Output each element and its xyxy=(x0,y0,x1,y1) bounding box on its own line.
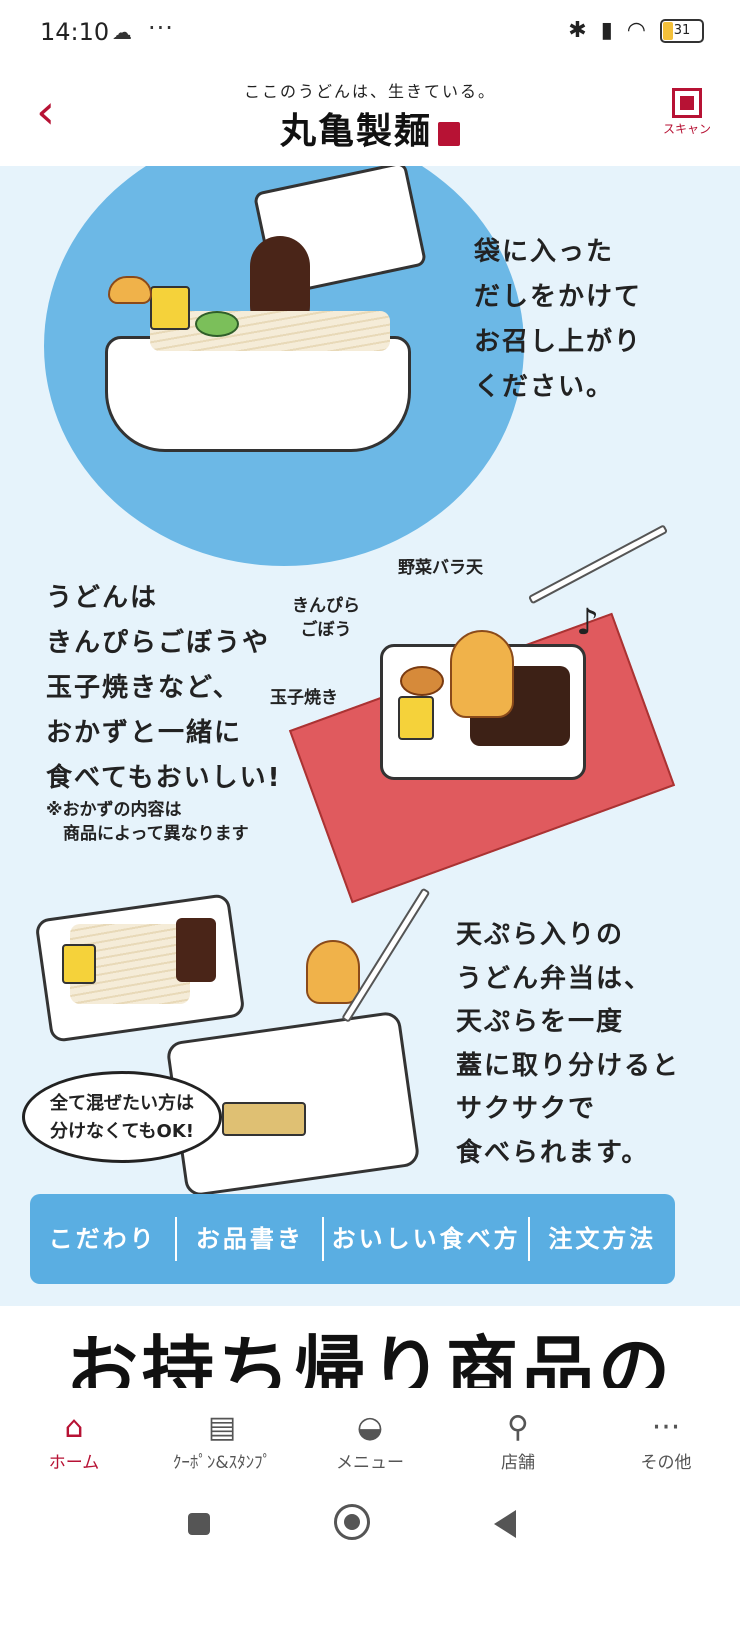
nav-menu-label: メニュー xyxy=(336,1453,404,1473)
brand-tagline: ここのうどんは、生きている。 xyxy=(243,82,496,101)
bluetooth-icon: ✱ xyxy=(568,18,587,43)
status-bar: 14:10 ☁ ··· ✱ ▮ ◠ 31 xyxy=(0,0,740,66)
label-tamagoyaki: 玉子焼き xyxy=(270,688,338,708)
greens-1 xyxy=(195,311,239,337)
system-back-button[interactable] xyxy=(494,1510,516,1538)
scan-button[interactable]: スキャン xyxy=(662,88,712,137)
system-navigation-bar xyxy=(0,1488,740,1645)
recent-apps-button[interactable] xyxy=(188,1513,210,1535)
vegetable-tempura xyxy=(450,630,514,718)
tamagoyaki-3 xyxy=(62,944,96,984)
nav-stores-label: 店舗 xyxy=(501,1453,535,1473)
menu-bowl-icon: ◒ xyxy=(356,1410,384,1445)
udon-tray-1 xyxy=(105,336,411,452)
label-yasai-barate: 野菜バラ天 xyxy=(398,558,483,578)
instruction-text-tempura: 天ぷら入りの うどん弁当は、 天ぷらを一度 蓋に取り分けると サクサクで 食べら… xyxy=(456,920,681,1168)
kinpira-gobo xyxy=(400,666,444,696)
tab-chumon-hoho[interactable]: 注文方法 xyxy=(527,1217,675,1261)
location-pin-icon: ⚲ xyxy=(507,1410,529,1445)
nav-home-label: ホーム xyxy=(48,1453,100,1473)
bottom-navigation: ⌂ ホーム ▤ ｸｰﾎﾟﾝ&ｽﾀﾝﾌﾟ ◒ メニュー ⚲ 店舗 ··· その他 xyxy=(0,1388,740,1488)
system-home-button[interactable] xyxy=(334,1504,370,1540)
qr-code-icon xyxy=(672,88,702,118)
tab-oshinagaki[interactable]: お品書き xyxy=(175,1217,322,1261)
chopsticks-1 xyxy=(527,524,669,605)
shrimp-1 xyxy=(108,276,152,304)
more-notifications-icon: ··· xyxy=(148,14,174,42)
label-kinpira: きんぴら ごぼう xyxy=(292,596,360,640)
home-icon: ⌂ xyxy=(64,1410,84,1445)
nav-coupon-label: ｸｰﾎﾟﾝ&ｽﾀﾝﾌﾟ xyxy=(172,1453,272,1473)
section-tabs: こだわり お品書き おいしい食べ方 注文方法 xyxy=(30,1194,675,1284)
dashi-sachet xyxy=(176,918,216,982)
nav-stores[interactable]: ⚲ 店舗 xyxy=(444,1388,592,1488)
brand-name: 丸亀製麺 xyxy=(279,110,432,152)
shrimp-tempura xyxy=(306,940,360,1004)
okazu-note: ※おかずの内容は 商品によって異なります xyxy=(46,800,249,844)
scan-label: スキャン xyxy=(662,122,711,136)
instruction-text-dashi: 袋に入った だしをかけて お召し上がり ください。 xyxy=(474,237,643,402)
brand-logo: 丸亀製麺 xyxy=(0,102,740,154)
status-time: 14:10 xyxy=(40,18,110,46)
nav-other-label: その他 xyxy=(640,1453,692,1473)
coupon-icon: ▤ xyxy=(207,1410,237,1445)
tamagoyaki-1 xyxy=(150,286,190,330)
how-to-eat-illustration: 袋に入った だしをかけて お召し上がり ください。 うどんは きんぴらごぼうや … xyxy=(0,166,740,1306)
brand-seal-icon xyxy=(438,122,460,146)
tab-oishii-tabekata[interactable]: おいしい食べ方 xyxy=(322,1217,527,1261)
battery-icon: 31 xyxy=(660,18,704,43)
nav-other[interactable]: ··· その他 xyxy=(592,1388,740,1488)
wifi-icon: ◠ xyxy=(626,18,646,43)
tab-kodawari[interactable]: こだわり xyxy=(48,1225,157,1253)
nav-coupon[interactable]: ▤ ｸｰﾎﾟﾝ&ｽﾀﾝﾌﾟ xyxy=(148,1388,296,1488)
music-note-icon: ♪ xyxy=(576,602,599,643)
tamagoyaki-2 xyxy=(398,696,434,740)
speech-bubble: 全て混ぜたい方は 分けなくてもOK! xyxy=(22,1071,222,1163)
nav-home[interactable]: ⌂ ホーム xyxy=(0,1388,148,1488)
battery-level: 31 xyxy=(673,22,691,38)
more-icon: ··· xyxy=(651,1410,681,1445)
section-title: お持ち帰り商品の xyxy=(65,1327,674,1388)
vegetable-stick xyxy=(222,1102,306,1136)
udon-noodles-1 xyxy=(150,311,390,351)
cloud-icon: ☁ xyxy=(112,20,132,44)
back-button[interactable]: ‹ xyxy=(36,84,56,140)
signal-icon: ▮ xyxy=(600,18,613,43)
instruction-text-okazu: うどんは きんぴらごぼうや 玉子焼きなど、 おかずと一緒に 食べてもおいしい! xyxy=(46,583,282,793)
nav-menu[interactable]: ◒ メニュー xyxy=(296,1388,444,1488)
app-header: ‹ ここのうどんは、生きている。 丸亀製麺 スキャン xyxy=(0,66,740,167)
